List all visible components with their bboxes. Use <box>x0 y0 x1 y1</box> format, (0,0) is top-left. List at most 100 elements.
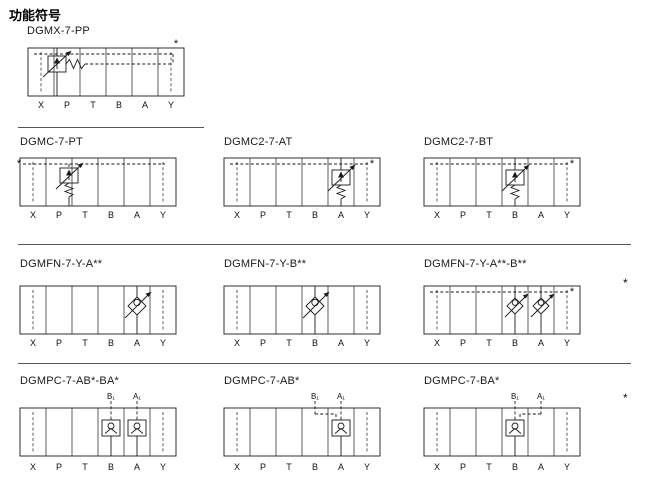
port-label: X <box>434 462 440 472</box>
diagram-dgmfn-7-y-b: X P T B A Y <box>223 285 381 348</box>
module-outline <box>223 407 381 457</box>
port-label: A <box>134 338 140 348</box>
footnote-asterisk: * <box>623 276 628 290</box>
port-label: P <box>460 462 466 472</box>
port-label: P <box>460 210 466 220</box>
flow-control-check-valve-icon <box>530 286 555 334</box>
port-label: P <box>56 462 62 472</box>
port-label: X <box>434 210 440 220</box>
port-label: B <box>116 100 122 110</box>
pilot-check-valve-icon <box>505 419 525 456</box>
port-label: P <box>56 338 62 348</box>
port-label: P <box>56 210 62 220</box>
port-label: Y <box>168 100 174 110</box>
port-labels: X P T B A Y <box>434 462 570 472</box>
page-title: 功能符号 <box>9 8 62 23</box>
port-label: B <box>512 462 518 472</box>
port-label-a1: A₁ <box>537 392 545 401</box>
relief-valve-icon <box>327 158 356 206</box>
diagram-dgmfn-7-y-a-b: * X P T B A Y <box>423 285 581 348</box>
relief-valve-icon <box>501 158 530 206</box>
port-label: Y <box>364 462 370 472</box>
diagram-label-dgmc-7-pt: DGMC-7-PT <box>20 136 83 148</box>
module-outline <box>423 407 581 457</box>
diagram-dgmfn-7-y-a: X P T B A Y <box>19 285 177 348</box>
port-label: T <box>286 338 292 348</box>
asterisk-marker: * <box>370 158 375 170</box>
relief-valve-icon <box>55 162 84 206</box>
diagram-dgmc-7-pt: * X P T B A Y <box>17 157 177 220</box>
port-label: B <box>512 210 518 220</box>
port-label: A <box>142 100 148 110</box>
port-label: X <box>38 100 44 110</box>
port-label: X <box>30 338 36 348</box>
port-label-b1: B₁ <box>107 392 115 401</box>
port-label: T <box>486 462 492 472</box>
diagram-label-dgmfn-b: DGMFN-7-Y-B** <box>224 258 307 270</box>
port-label: T <box>486 210 492 220</box>
port-label: Y <box>160 210 166 220</box>
port-label: A <box>538 338 544 348</box>
port-labels: X P T B A Y <box>30 338 166 348</box>
asterisk-marker: * <box>174 38 179 50</box>
diagram-dgmpc-7-ab-ba: B₁ A₁ X P T B A Y <box>19 392 177 472</box>
port-label: T <box>82 462 88 472</box>
port-label: A <box>134 462 140 472</box>
port-label: X <box>434 338 440 348</box>
port-label: B <box>312 462 318 472</box>
port-label-a1: A₁ <box>337 392 345 401</box>
port-label: Y <box>364 210 370 220</box>
diagram-label-dgmx-7-pp: DGMX-7-PP <box>27 25 90 37</box>
port-label: T <box>82 338 88 348</box>
diagram-label-dgmc2-7-at: DGMC2-7-AT <box>224 136 293 148</box>
module-outline <box>223 157 381 207</box>
port-label: X <box>234 210 240 220</box>
section-divider <box>18 127 204 128</box>
diagram-label-dgmpc-ba: DGMPC-7-BA* <box>424 375 500 387</box>
port-label: T <box>286 462 292 472</box>
port-label-b1: B₁ <box>511 392 519 401</box>
port-label: B <box>108 338 114 348</box>
port-labels: X P T B A Y <box>434 210 570 220</box>
diagram-label-dgmfn-a: DGMFN-7-Y-A** <box>20 258 103 270</box>
flow-control-check-valve-icon <box>302 286 330 334</box>
port-label: T <box>82 210 88 220</box>
module-outline <box>423 285 581 335</box>
module-outline <box>19 285 177 335</box>
pilot-line <box>34 53 174 65</box>
pilot-line <box>514 401 542 420</box>
port-label: Y <box>160 462 166 472</box>
port-label: B <box>108 210 114 220</box>
pilot-line <box>110 401 138 420</box>
diagram-dgmx-7-pp: * X P T B A Y <box>27 38 185 110</box>
port-labels: X P T B A Y <box>30 210 166 220</box>
diagram-label-dgmpc-ab: DGMPC-7-AB* <box>224 375 300 387</box>
port-label: A <box>538 210 544 220</box>
port-label: A <box>338 338 344 348</box>
pilot-line <box>314 401 342 420</box>
port-label: X <box>234 338 240 348</box>
port-label: X <box>30 210 36 220</box>
diagram-label-dgmc2-7-bt: DGMC2-7-BT <box>424 136 494 148</box>
diagram-dgmc2-7-at: * X P T B A Y <box>223 157 381 220</box>
port-label: Y <box>564 338 570 348</box>
port-labels: X P T B A Y <box>234 210 370 220</box>
flow-control-check-valve-icon <box>504 286 529 334</box>
port-label: Y <box>564 462 570 472</box>
port-label: A <box>338 462 344 472</box>
port-label: T <box>486 338 492 348</box>
port-label: B <box>108 462 114 472</box>
port-label: T <box>90 100 96 110</box>
footnote-asterisk: * <box>623 391 628 405</box>
asterisk-marker: * <box>570 286 575 298</box>
port-label-a1: A₁ <box>133 392 141 401</box>
port-labels: X P T B A Y <box>434 338 570 348</box>
flow-control-check-valve-icon <box>124 286 152 334</box>
diagram-dgmc2-7-bt: * X P T B A Y <box>423 157 581 220</box>
port-labels: X P T B A Y <box>38 100 174 110</box>
module-outline <box>223 285 381 335</box>
port-labels: X P T B A Y <box>30 462 166 472</box>
module-outline <box>19 157 177 207</box>
port-label-b1: B₁ <box>311 392 319 401</box>
port-label: X <box>234 462 240 472</box>
